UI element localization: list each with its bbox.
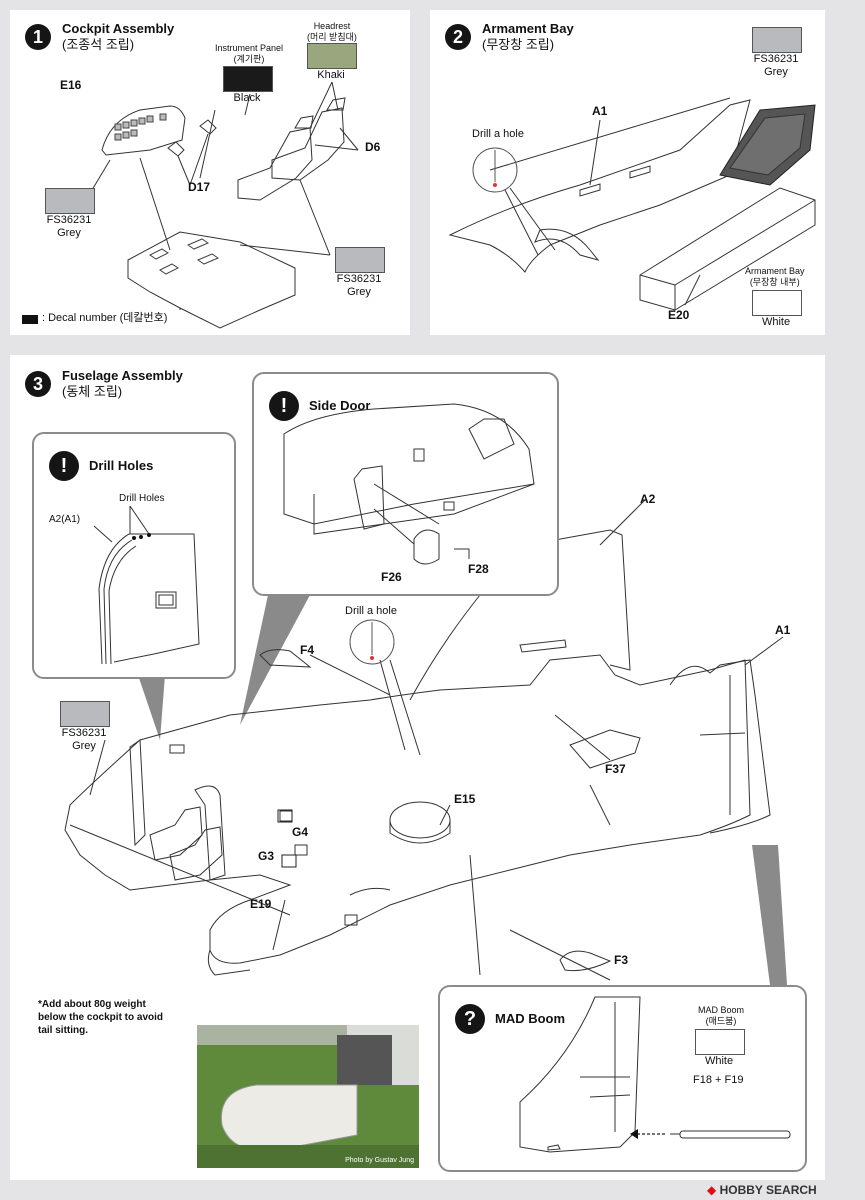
step3-grey-code: FS36231 [61, 727, 107, 739]
part-f37: F37 [605, 762, 626, 776]
mad-boom-question-icon: ? [455, 1004, 485, 1034]
mad-boom-parts: F18 + F19 [693, 1074, 744, 1086]
grey-swatch-2-name: Grey [347, 286, 371, 298]
step3-title: Fuselage Assembly (동체 조립) [62, 368, 183, 400]
part-f26: F26 [381, 570, 402, 584]
black-label: Black [233, 92, 261, 104]
grey-swatch-1-code: FS36231 [46, 214, 92, 226]
grey-swatch-1-label: FS36231 Grey [38, 214, 100, 240]
photo-credit: Photo by Gustav Jung [345, 1157, 414, 1164]
watermark-logo-icon: ◆ [707, 1183, 717, 1197]
part-g3: G3 [258, 849, 275, 863]
step3-title-text: Fuselage Assembly [62, 368, 183, 383]
step1-panel: 1 Cockpit Assembly (조종석 조립) [10, 10, 410, 335]
step2-number: 2 [445, 24, 471, 50]
mad-boom-drawing [519, 996, 791, 1153]
step2-drill-label: Drill a hole [472, 128, 524, 140]
part-d17: D17 [188, 180, 211, 194]
step3-grey-label: FS36231 Grey [53, 727, 115, 753]
part-a1: A1 [775, 623, 791, 637]
watermark: ◆ HOBBY SEARCH [707, 1183, 817, 1197]
mad-boom-swatch-title-text: MAD Boom [698, 1005, 745, 1015]
part-e19: E19 [250, 897, 272, 911]
step1-subtitle: (조종석 조립) [62, 37, 135, 52]
side-door-drawing [283, 403, 535, 565]
armament-bay-title-text: Armament Bay [745, 266, 805, 276]
instrument-panel-sub: (계기판) [233, 54, 265, 64]
drill-holes-label: Drill Holes [119, 493, 165, 504]
grey-swatch-1 [45, 188, 95, 214]
khaki-swatch [307, 43, 357, 69]
mad-boom-swatch-sub: (매드붐) [705, 1016, 737, 1026]
fuselage-drawing [64, 499, 787, 985]
step1-number: 1 [25, 24, 51, 50]
decal-note: : Decal number (데칼번호) [42, 312, 168, 324]
side-door-exclamation-icon: ! [269, 391, 299, 421]
watermark-text: HOBBY SEARCH [719, 1183, 817, 1197]
white-swatch-bay-label: White [761, 316, 791, 328]
drill-holes-exclamation-icon: ! [49, 451, 79, 481]
armament-bay-sub: (무장창 내부) [749, 277, 800, 287]
side-door-callout: ! Side Door F26 F28 [252, 372, 559, 596]
mad-boom-white-label: White [704, 1055, 734, 1067]
part-f4: F4 [300, 643, 315, 657]
step3-number: 3 [25, 371, 51, 397]
mad-boom-title: MAD Boom [495, 1011, 566, 1026]
part-a2: A2 [640, 492, 656, 506]
armament-bay-title: Armament Bay (무장창 내부) [745, 266, 805, 288]
step2-subtitle: (무장창 조립) [482, 37, 555, 52]
step2-title-text: Armament Bay [482, 21, 574, 36]
drill-a-hole-label: Drill a hole [345, 605, 397, 617]
mad-boom-white-swatch [695, 1029, 745, 1055]
weight-note: *Add about 80g weight below the cockpit … [38, 999, 164, 1036]
mad-boom-callout: ? MAD Boom MAD Boom (매드붐) White F18 + F1… [438, 985, 807, 1172]
drill-holes-title: Drill Holes [89, 458, 154, 473]
side-door-title: Side Door [309, 398, 371, 413]
step2-grey-swatch [752, 27, 802, 53]
decal-number-swatch [22, 315, 38, 324]
part-d6: D6 [365, 140, 381, 154]
part-g4: G4 [292, 825, 309, 839]
drill-holes-part: A2(A1) [49, 514, 81, 525]
grey-swatch-2-code: FS36231 [336, 273, 382, 285]
grey-swatch-1-name: Grey [57, 227, 81, 239]
part-e15: E15 [454, 792, 476, 806]
step2-grey-name: Grey [764, 66, 788, 78]
khaki-label: Khaki [317, 69, 345, 81]
step1-title-text: Cockpit Assembly [62, 21, 175, 36]
drill-holes-callout: ! Drill Holes Drill Holes A2(A1) [32, 432, 236, 679]
headrest-title: Headrest (머리 받침대) [307, 21, 357, 43]
instrument-panel-title: Instrument Panel (계기판) [215, 43, 283, 65]
step2-panel: 2 Armament Bay (무장창 조립) [430, 10, 825, 335]
cockpit-drawing [79, 81, 359, 329]
drill-holes-drawing [93, 505, 200, 665]
step2-grey-code: FS36231 [753, 53, 799, 65]
headrest-title-text: Headrest [313, 21, 351, 31]
part-f28: F28 [468, 562, 489, 576]
step3-grey-name: Grey [72, 740, 96, 752]
step3-subtitle: (동체 조립) [62, 384, 123, 399]
step3-grey-swatch [60, 701, 110, 727]
white-swatch-bay [752, 290, 802, 316]
grey-swatch-2 [335, 247, 385, 273]
mad-boom-photo: Photo by Gustav Jung [197, 1025, 419, 1168]
mad-boom-swatch-title: MAD Boom (매드붐) [698, 1005, 744, 1027]
step2-title: Armament Bay (무장창 조립) [482, 21, 574, 53]
part-f3: F3 [614, 953, 629, 967]
part-a1-step2: A1 [592, 104, 608, 118]
armament-bay-drawing [448, 97, 816, 311]
grey-swatch-2-label: FS36231 Grey [328, 273, 390, 299]
step3-panel: 3 Fuselage Assembly (동체 조립) [10, 355, 825, 1180]
headrest-sub: (머리 받침대) [307, 32, 357, 42]
part-e16: E16 [60, 78, 82, 92]
part-e20: E20 [668, 308, 690, 322]
step1-title: Cockpit Assembly (조종석 조립) [62, 21, 174, 53]
mad-boom-photo-art [197, 1025, 419, 1168]
step2-grey-label: FS36231 Grey [745, 53, 807, 79]
black-swatch [223, 66, 273, 92]
instrument-panel-title-text: Instrument Panel [215, 43, 284, 53]
